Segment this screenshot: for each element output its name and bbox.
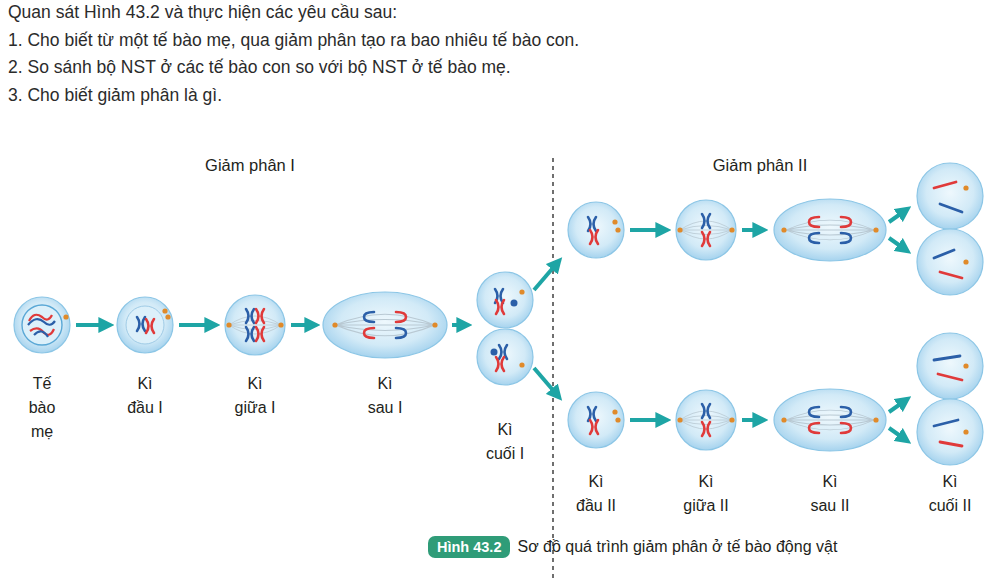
question-text: 3. Cho biết giảm phân là gì.	[8, 85, 222, 107]
stage-label: Kì đầu II	[575, 470, 618, 518]
meiosis-ii-lower	[568, 333, 983, 465]
stage-label: Kì sau II	[809, 470, 851, 518]
progress-arrows	[76, 210, 906, 440]
figure-number: Hình 43.2	[437, 539, 501, 555]
anaphase-i-cell	[323, 292, 447, 358]
question-text: 2. So sánh bộ NST ở các tế bào con so vớ…	[8, 57, 511, 79]
stage-label: Kì đầu I	[125, 372, 166, 420]
telophase-i-cells	[477, 272, 533, 385]
stage-label: Kì cuối I	[484, 418, 527, 466]
stage-label: Kì sau I	[365, 372, 405, 420]
stage-label: Kì giữa I	[233, 372, 277, 420]
metaphase-i-cell	[225, 295, 285, 355]
phase-heading: Giảm phân II	[713, 155, 807, 176]
figure-badge: Hình 43.2	[428, 536, 510, 558]
question-text: 1. Cho biết từ một tế bào mẹ, qua giảm p…	[8, 30, 579, 52]
prophase-i-cell	[117, 297, 173, 353]
instruction-line: Quan sát Hình 43.2 và thực hiện các yêu …	[8, 2, 397, 24]
stage-label: Kì cuối II	[927, 470, 973, 518]
stage-label: Kì giữa II	[683, 470, 729, 518]
divider-line	[552, 158, 553, 578]
phase-heading: Giảm phân I	[205, 155, 295, 176]
meiosis-ii-upper	[568, 163, 983, 295]
stage-label: Tế bào mẹ	[29, 372, 56, 444]
figure-caption: Sơ đồ quá trình giảm phân ở tế bào động …	[517, 537, 837, 557]
mother-cell	[14, 297, 70, 353]
